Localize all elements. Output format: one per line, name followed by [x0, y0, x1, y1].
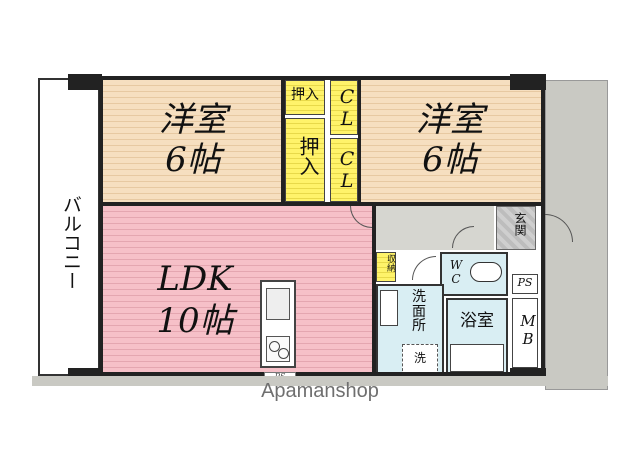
- bathtub: [450, 344, 504, 372]
- western-room-right: [361, 80, 543, 202]
- cl-closet-bottom-label: CL: [336, 148, 358, 192]
- entrance-label: 玄関: [513, 212, 527, 236]
- burner-icon: [278, 348, 289, 359]
- wall-top: [100, 76, 546, 80]
- wall-bottom: [68, 372, 544, 376]
- ldk-name: LDK: [157, 259, 233, 299]
- apamanshop-watermark: Apamanshop: [261, 380, 379, 402]
- storage-label: 収納: [385, 254, 395, 272]
- burner-icon: [269, 341, 280, 352]
- wall-closet-left: [281, 80, 285, 202]
- mb-space: [512, 298, 538, 368]
- wall-ldk-right: [372, 206, 376, 376]
- western-room-left: [103, 80, 283, 202]
- wall-right: [541, 78, 545, 374]
- closet-top-label: 押入: [291, 87, 319, 103]
- vanity: [380, 290, 398, 326]
- wall-middle: [103, 202, 543, 206]
- door-washroom: [412, 256, 436, 280]
- closet-bottom-label: 押入: [296, 136, 320, 176]
- ldk-room: [103, 206, 373, 372]
- exterior-strip: [32, 376, 608, 386]
- mb-label: MB: [519, 312, 537, 348]
- wall-closet-right: [358, 80, 361, 202]
- washer-space: [402, 344, 438, 376]
- cl-closet-top: [330, 80, 358, 135]
- corridor: [376, 206, 494, 250]
- western-room-right-name: 洋室: [416, 100, 484, 140]
- cl-closet-top-label: CL: [336, 86, 358, 130]
- toilet-icon: [470, 262, 502, 282]
- balcony: [38, 78, 100, 376]
- western-room-right-size: 6帖: [422, 140, 478, 180]
- storage: [376, 252, 396, 282]
- cl-closet-bottom: [330, 138, 358, 202]
- western-room-left-name: 洋室: [159, 100, 227, 140]
- wall-left: [99, 78, 103, 374]
- wc-label: WC: [449, 258, 463, 286]
- bath-label: 浴室: [460, 311, 494, 331]
- washroom-label: 洗面所: [412, 289, 426, 335]
- closet-top: [285, 80, 325, 115]
- washer-label: 洗: [413, 351, 426, 365]
- closet-bottom: [285, 118, 325, 202]
- kitchen-sink: [266, 288, 290, 320]
- wall-top-left-block: [68, 74, 102, 90]
- western-room-left-size: 6帖: [165, 140, 221, 180]
- stove-burners: [266, 336, 290, 362]
- wall-top-right-block: [510, 74, 546, 90]
- ps-right-label: PS: [517, 276, 533, 289]
- ldk-size: 10帖: [156, 301, 234, 341]
- entrance: [496, 206, 536, 250]
- balcony-label: バルコニー: [60, 195, 82, 290]
- ps-right: [512, 274, 538, 294]
